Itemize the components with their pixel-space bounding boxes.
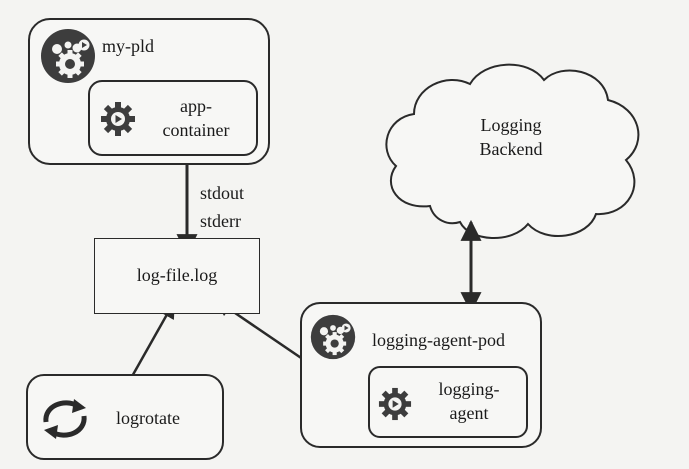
logging-backend-label-line2: Backend	[479, 139, 543, 160]
logrotate-box: logrotate	[26, 374, 224, 460]
stdout-label: stdout	[200, 183, 245, 203]
log-file-box: log-file.log	[94, 238, 260, 314]
logging-backend-cloud	[385, 63, 640, 239]
stream-labels: stdout stderr	[200, 180, 244, 236]
logging-agent-label: logging- agent	[416, 377, 522, 426]
log-file-label: log-file.log	[136, 265, 218, 285]
gear-play-icon	[101, 102, 135, 136]
app-container-label: app- container	[140, 94, 252, 143]
logging-agent-label-line1: logging-	[438, 379, 500, 399]
gear-play-icon	[378, 387, 412, 421]
pod-title: my-pld	[102, 36, 154, 56]
agent-pod-title: logging-agent-pod	[372, 330, 505, 350]
logging-backend-label: Logging Backend	[456, 113, 566, 162]
logging-backend-label-line1: Logging	[480, 115, 542, 135]
app-container-label-line1: app-	[180, 96, 212, 116]
logging-agent-label-line2: agent	[449, 403, 489, 424]
gears-icon	[310, 314, 356, 360]
stderr-label: stderr	[200, 210, 241, 231]
agent-pod-box: logging-agent-pod logging- agent	[300, 302, 542, 448]
rotate-arrows-icon	[43, 399, 87, 439]
app-container-label-line2: container	[162, 120, 230, 141]
gears-icon	[41, 29, 95, 83]
logging-agent-box: logging- agent	[368, 366, 528, 438]
logrotate-arrow	[128, 300, 176, 381]
pod-box: my-pld app- container	[28, 18, 270, 165]
logrotate-label: logrotate	[116, 408, 180, 428]
app-container-box: app- container	[88, 80, 258, 156]
